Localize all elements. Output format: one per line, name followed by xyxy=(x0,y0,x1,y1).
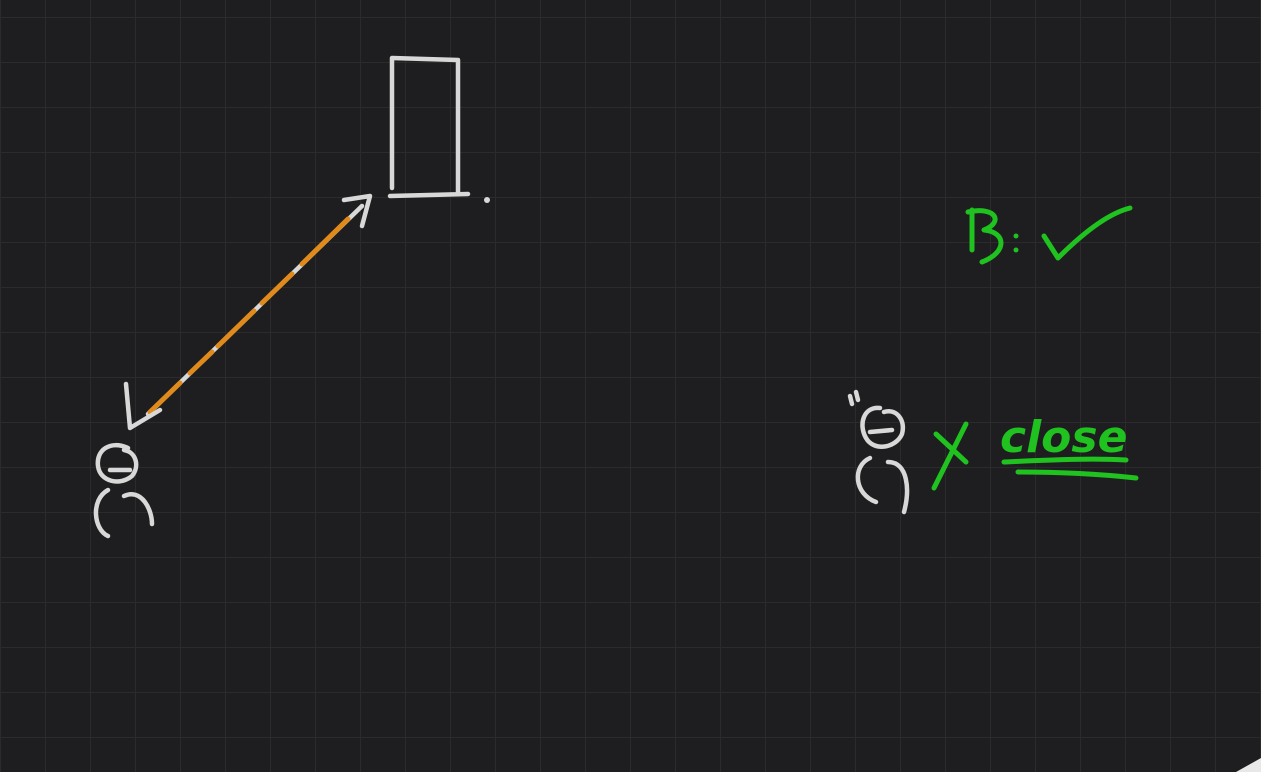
underline xyxy=(1001,456,1129,465)
b-label: B: xyxy=(990,199,992,201)
close-label: close xyxy=(1000,412,1127,463)
person-icon xyxy=(847,389,910,515)
underline xyxy=(1015,469,1139,481)
cross-mark-icon xyxy=(931,421,969,491)
check-mark-icon xyxy=(1041,205,1133,261)
corner-mark xyxy=(1236,758,1261,772)
server-rectangle-icon xyxy=(387,55,490,203)
double-arrow-icon xyxy=(123,193,373,431)
person-icon xyxy=(93,442,155,539)
b-check-annotation: B: xyxy=(965,199,1133,265)
close-annotation: close xyxy=(1000,412,1139,481)
dot-marker xyxy=(484,197,490,203)
